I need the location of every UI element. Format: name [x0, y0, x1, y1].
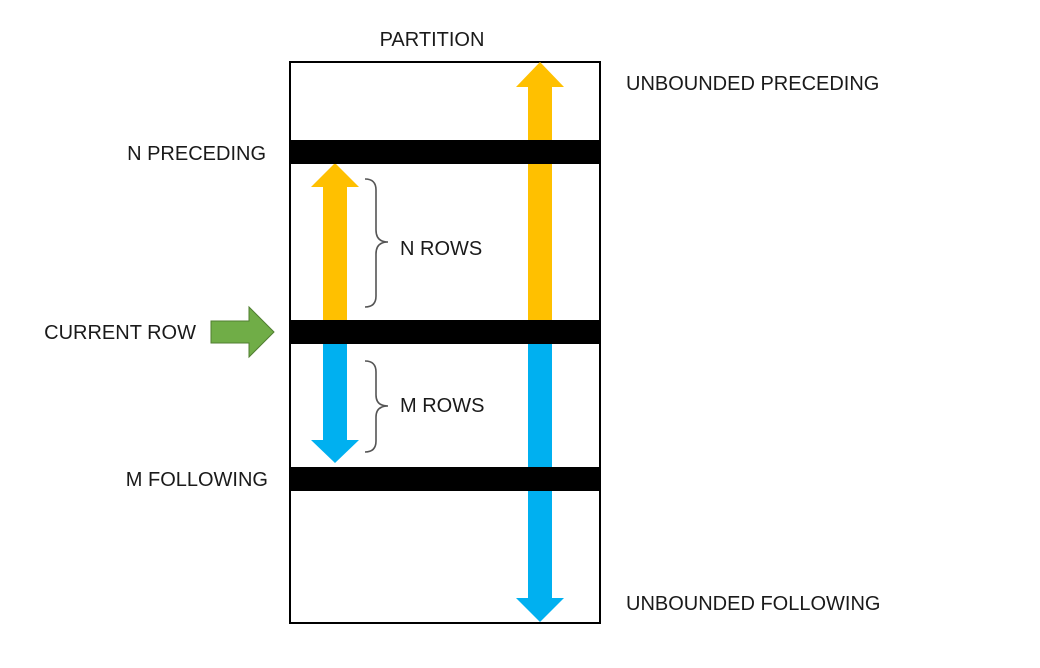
unbounded-following-label: UNBOUNDED FOLLOWING: [626, 593, 880, 615]
n-preceding-arrow: [311, 163, 359, 320]
n-preceding-row-bar: [290, 140, 600, 164]
current-row-label: CURRENT ROW: [44, 322, 196, 344]
m-following-arrow: [311, 343, 359, 463]
n-preceding-label: N PRECEDING: [127, 143, 266, 165]
m-following-label: M FOLLOWING: [126, 469, 268, 491]
n-rows-label: N ROWS: [400, 238, 482, 260]
m-following-row-bar: [290, 467, 600, 491]
m-rows-label: M ROWS: [400, 395, 484, 417]
current-row-bar: [290, 320, 600, 344]
n-rows-brace: [364, 178, 389, 308]
current-row-pointer-arrow: [210, 305, 275, 359]
m-rows-brace: [364, 360, 389, 453]
partition-title: PARTITION: [380, 29, 485, 51]
unbounded-preceding-label: UNBOUNDED PRECEDING: [626, 73, 879, 95]
unbounded-preceding-arrow: [516, 62, 564, 320]
